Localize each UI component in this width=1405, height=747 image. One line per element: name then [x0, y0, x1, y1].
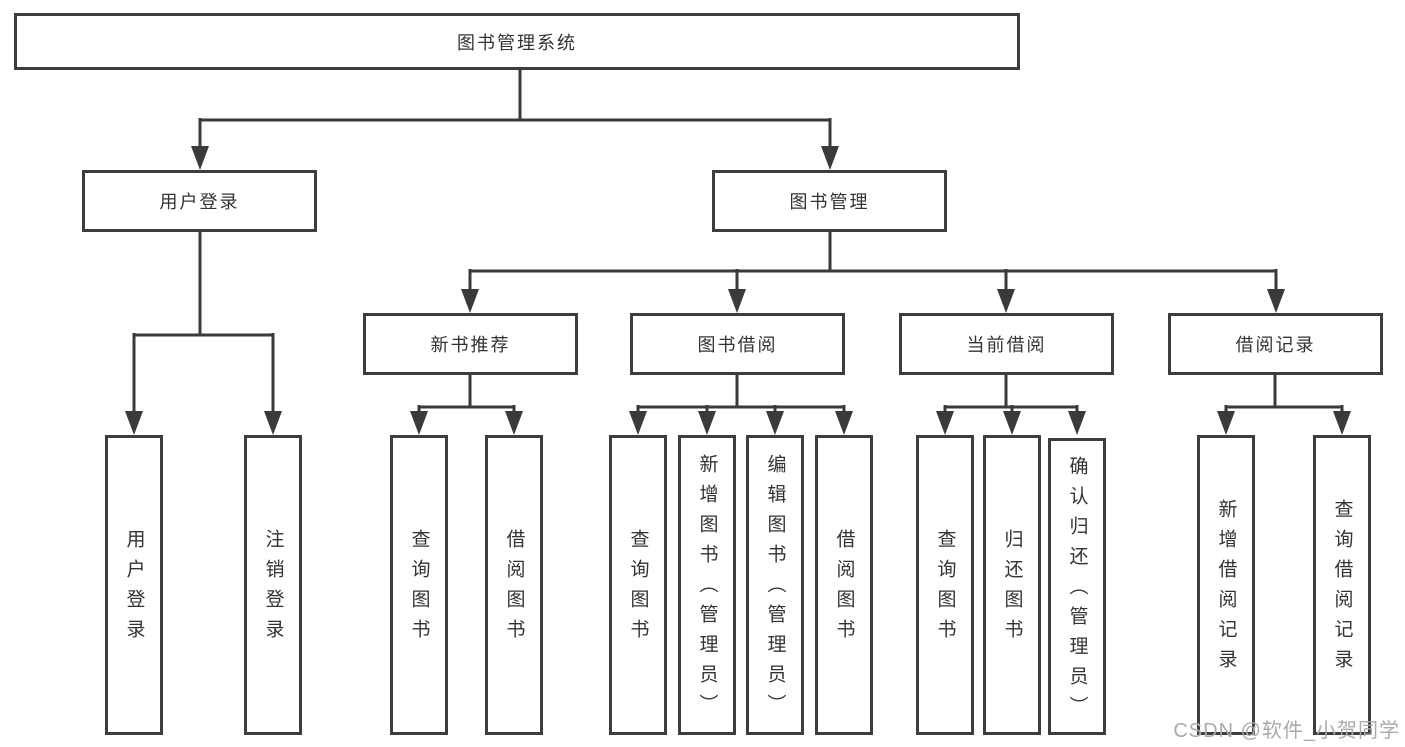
leaf-return-books: 归还图书: [983, 435, 1041, 735]
leaf-add-borrow-record: 新增借阅记录: [1197, 435, 1255, 735]
leaf-query-books-recommendation: 查询图书: [390, 435, 448, 735]
leaf-borrow-books-borrowing: 借阅图书: [815, 435, 873, 735]
node-new-book-recommendation: 新书推荐: [363, 313, 578, 375]
leaf-query-books-borrowing: 查询图书: [609, 435, 667, 735]
node-book-management: 图书管理: [712, 170, 947, 232]
leaf-confirm-return-admin: 确认归还（管理员）: [1048, 438, 1106, 735]
leaf-borrow-books-recommendation: 借阅图书: [485, 435, 543, 735]
node-user-login: 用户登录: [82, 170, 317, 232]
node-book-borrowing: 图书借阅: [630, 313, 845, 375]
leaf-user-login: 用户登录: [105, 435, 163, 735]
leaf-add-book-admin: 新增图书（管理员）: [678, 435, 736, 735]
leaf-query-borrow-record: 查询借阅记录: [1313, 435, 1371, 735]
node-current-borrowing: 当前借阅: [899, 313, 1114, 375]
leaf-logout: 注销登录: [244, 435, 302, 735]
leaf-query-books-current: 查询图书: [916, 435, 974, 735]
node-library-management-system: 图书管理系统: [14, 13, 1020, 70]
csdn-watermark: CSDN @软件_小贺同学: [1173, 720, 1400, 742]
node-borrowing-records: 借阅记录: [1168, 313, 1383, 375]
leaf-edit-book-admin: 编辑图书（管理员）: [746, 435, 804, 735]
